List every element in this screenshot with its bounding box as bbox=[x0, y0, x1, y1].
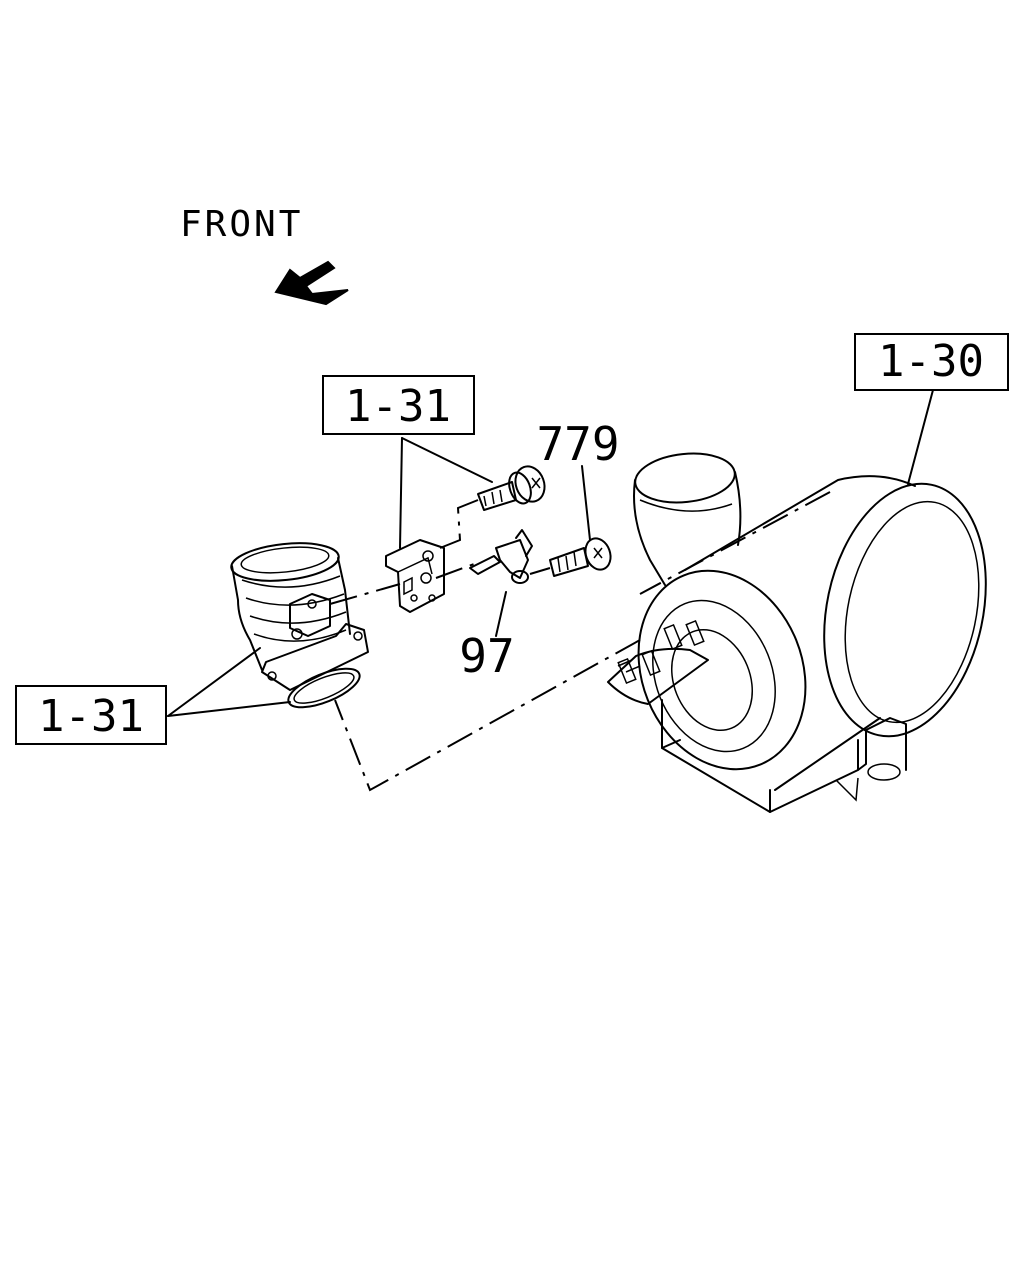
screw bbox=[549, 537, 612, 577]
connector-clip bbox=[469, 529, 533, 584]
callout-1-31-lower-label: 1-31 bbox=[38, 691, 144, 742]
callout-1-30-label: 1-30 bbox=[878, 336, 984, 387]
callout-1-31-upper[interactable]: 1-31 bbox=[322, 375, 475, 435]
callout-97[interactable]: 97 bbox=[459, 629, 514, 683]
leader-lines bbox=[167, 389, 934, 717]
intake-duct bbox=[230, 542, 369, 691]
air-cleaner-assembly bbox=[607, 452, 987, 813]
callout-779[interactable]: 779 bbox=[536, 417, 619, 471]
callout-1-31-lower[interactable]: 1-31 bbox=[15, 685, 167, 745]
sensor-bracket bbox=[385, 539, 445, 613]
callout-1-30[interactable]: 1-30 bbox=[854, 333, 1009, 391]
callout-1-31-upper-label: 1-31 bbox=[345, 381, 451, 432]
front-arrow-icon bbox=[274, 260, 349, 306]
bracket-bolt bbox=[477, 465, 546, 511]
front-label: FRONT bbox=[180, 204, 303, 245]
gasket-o-ring bbox=[287, 667, 361, 709]
